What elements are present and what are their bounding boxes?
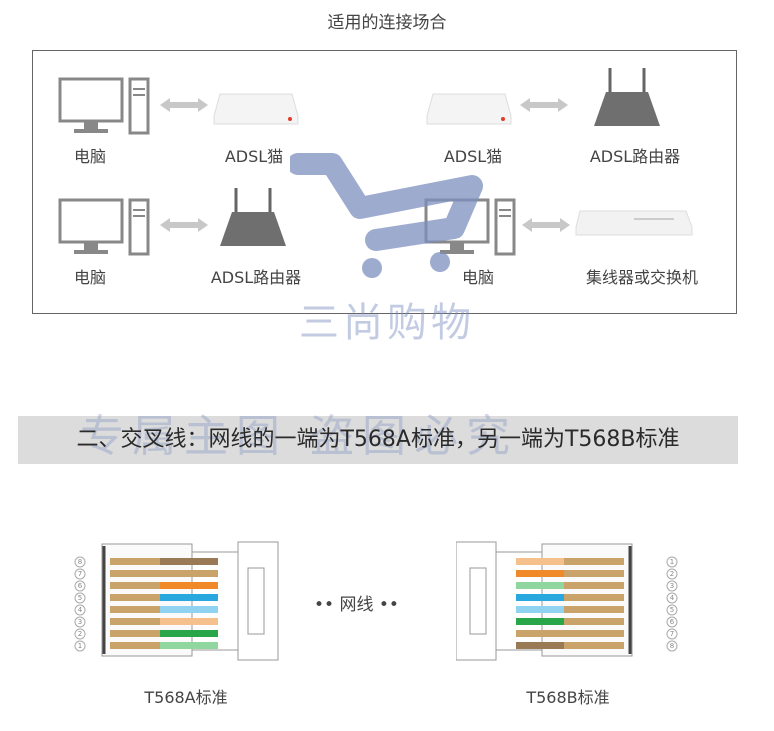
adsl-modem-icon [426, 93, 512, 125]
router-icon [220, 188, 286, 246]
computer-icon [58, 77, 150, 135]
connection-scenarios-box [32, 50, 737, 314]
bidirectional-arrow-icon [522, 218, 570, 232]
pin-number: 5 [669, 606, 675, 614]
watermark-overlay: 专属主图 盗图必究 [80, 411, 518, 462]
pin-number: 6 [77, 582, 83, 590]
pin-number: 4 [77, 606, 83, 614]
pin-number: 2 [669, 570, 675, 578]
watermark-brand: 三尚购物 [299, 300, 475, 346]
pin-numbers-left: 8 7 6 5 4 3 2 1 [76, 556, 84, 652]
adsl-modem-icon [213, 93, 299, 125]
rj45-connector-t568b [456, 541, 678, 661]
pin-number: 7 [77, 570, 83, 578]
section-heading: 二、交叉线：网线的一端为T568A标准，另一端为T568B标准 [76, 427, 680, 452]
pin-number: 1 [77, 642, 83, 650]
t568b-caption: T568B标准 [526, 688, 610, 707]
section-banner [18, 416, 738, 464]
computer-icon [58, 198, 150, 256]
device-label: ADSL猫 [224, 147, 284, 166]
pin-number: 6 [669, 618, 675, 626]
device-label: 电脑 [461, 268, 494, 287]
network-switch-icon [575, 210, 693, 236]
device-label: ADSL猫 [443, 147, 503, 166]
router-icon [594, 68, 660, 126]
pin-number: 3 [669, 582, 675, 590]
pin-number: 7 [669, 630, 675, 638]
bidirectional-arrow-icon [160, 98, 208, 112]
rj45-connector-t568a [74, 541, 279, 661]
device-label: 电脑 [73, 147, 106, 166]
pin-number: 5 [77, 594, 83, 602]
device-label: ADSL路由器 [589, 147, 681, 166]
device-label: 电脑 [73, 268, 106, 287]
device-label: 集线器或交换机 [585, 268, 698, 287]
pin-number: 8 [77, 558, 83, 566]
t568a-caption: T568A标准 [144, 688, 228, 707]
device-label: ADSL路由器 [210, 268, 302, 287]
pin-number: 3 [77, 618, 83, 626]
watermark-cart-logo [290, 153, 483, 278]
pin-number: 2 [77, 630, 83, 638]
section-title: 适用的连接场合 [327, 13, 447, 33]
pin-number: 1 [669, 558, 675, 566]
cable-label: •• 网线 •• [314, 595, 399, 615]
pin-number: 8 [669, 642, 675, 650]
bidirectional-arrow-icon [160, 218, 208, 232]
pin-number: 4 [669, 594, 675, 602]
pin-numbers-right: 1 2 3 4 5 6 7 8 [668, 556, 676, 652]
bidirectional-arrow-icon [520, 98, 568, 112]
